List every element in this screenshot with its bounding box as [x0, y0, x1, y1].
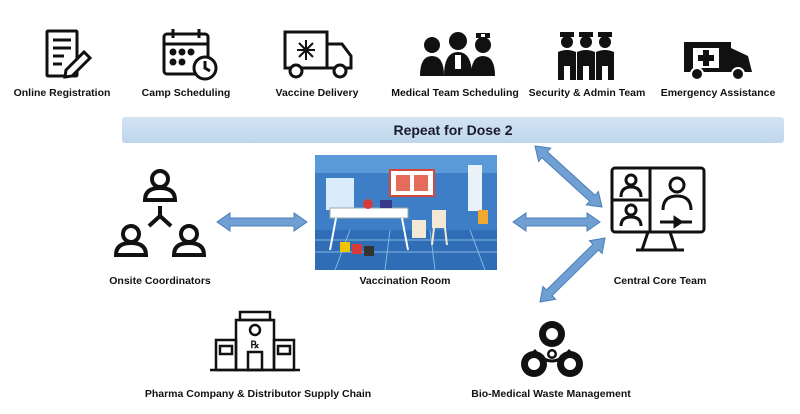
ambulance-icon [684, 42, 752, 81]
label-security-admin-team: Security & Admin Team [528, 87, 646, 99]
repeat-dose-banner: Repeat for Dose 2 [122, 117, 784, 143]
pharmacy-building-icon: ℞ [210, 310, 300, 372]
label-emergency-assistance: Emergency Assistance [660, 87, 776, 99]
label-online-registration: Online Registration [13, 87, 111, 99]
refrigerated-truck-icon [283, 30, 353, 79]
label-central-core-team: Central Core Team [613, 275, 707, 287]
arrow-banner-central [534, 145, 603, 208]
label-biomedical-waste: Bio-Medical Waste Management [471, 388, 631, 400]
banner-text: Repeat for Dose 2 [393, 122, 513, 138]
connector-arrows [216, 145, 606, 303]
label-onsite-coordinators: Onsite Coordinators [109, 275, 211, 287]
label-vaccination-room: Vaccination Room [359, 275, 451, 287]
label-medical-team-scheduling: Medical Team Scheduling [391, 87, 519, 99]
people-network-icon [113, 169, 207, 257]
arrow-vaccination-central [512, 212, 601, 232]
biohazard-icon [521, 321, 583, 377]
security-guards-icon [558, 32, 614, 80]
label-vaccine-delivery: Vaccine Delivery [275, 87, 359, 99]
medical-team-icon [420, 32, 495, 76]
registration-form-icon [45, 29, 93, 79]
calendar-clock-icon [162, 29, 218, 81]
label-camp-scheduling: Camp Scheduling [141, 87, 231, 99]
arrow-onsite-vaccination [216, 212, 308, 232]
video-conference-monitor-icon [610, 166, 706, 252]
vaccination-room-illustration [315, 155, 497, 271]
label-pharma-supply-chain: Pharma Company & Distributor Supply Chai… [144, 388, 372, 400]
svg-text:℞: ℞ [251, 340, 260, 351]
arrow-central-biomedical [539, 237, 606, 303]
